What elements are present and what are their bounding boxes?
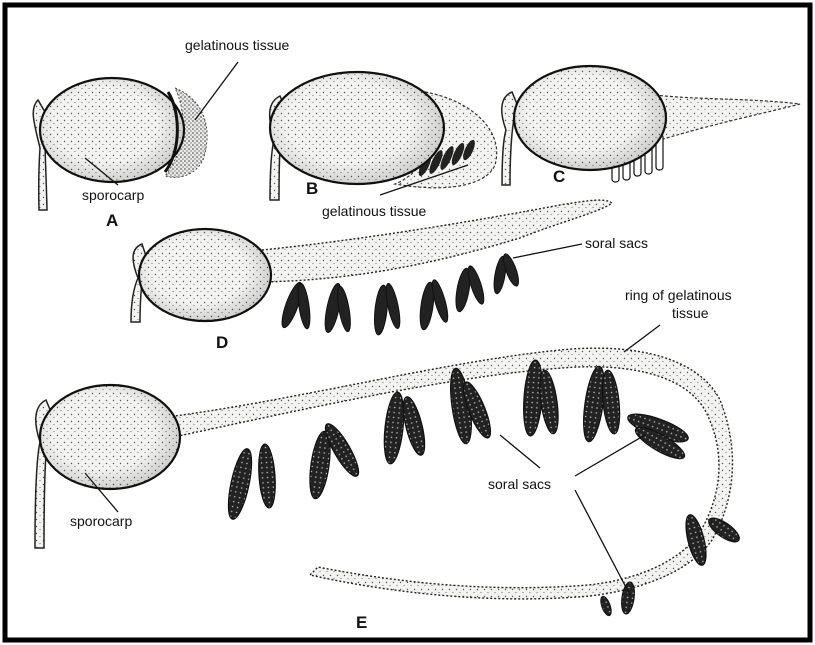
panel-d-soral-label: soral sacs xyxy=(585,235,648,251)
panel-b-letter: B xyxy=(306,179,318,198)
panel-e-ring-label-line1: ring of gelatinous xyxy=(625,287,732,303)
panel-a-sporocarp-label: sporocarp xyxy=(82,187,144,203)
panel-e-ring-label-line2: tissue xyxy=(672,305,709,321)
panel-e-soral-label: soral sacs xyxy=(488,476,551,492)
panel-a-tissue-label: gelatinous tissue xyxy=(185,37,290,53)
panel-a-letter: A xyxy=(106,211,118,230)
panel-c-letter: C xyxy=(553,167,565,186)
panel-d-letter: D xyxy=(216,333,228,352)
panel-b-tissue-label: gelatinous tissue xyxy=(322,203,427,219)
panel-e-sporocarp-label: sporocarp xyxy=(70,513,132,529)
panel-e-letter: E xyxy=(356,613,367,632)
